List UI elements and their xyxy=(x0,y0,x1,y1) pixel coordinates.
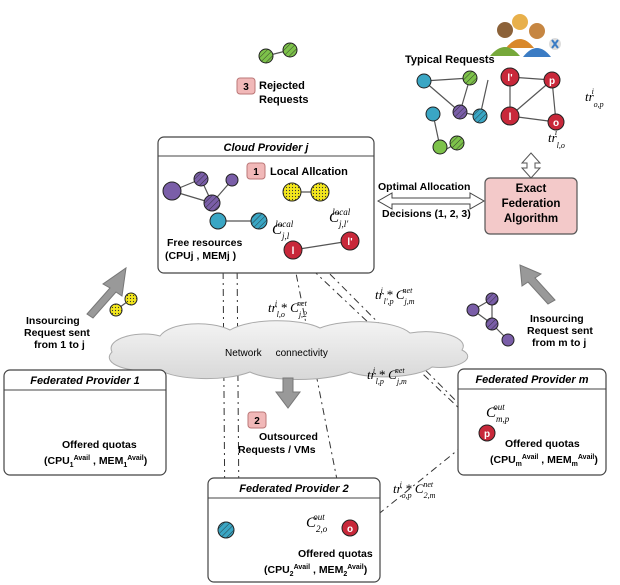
insourcing-right-request xyxy=(466,292,515,347)
step-1-label: 1 xyxy=(253,167,259,178)
svg-text:l: l xyxy=(292,246,295,257)
formula-tr-lo-cnet-j2: trl,oi * Cj,2net xyxy=(268,299,308,319)
request-vm-red-l: l xyxy=(500,106,520,126)
rejected-request-graph xyxy=(258,42,298,64)
optimal-allocation-arrow xyxy=(376,192,486,210)
federated-provider-m-title: Federated Provider m xyxy=(475,374,588,386)
svg-text:p: p xyxy=(549,76,555,87)
federated-provider-1-title: Federated Provider 1 xyxy=(30,375,139,387)
outsourced-vm-teal xyxy=(217,521,235,539)
formula-c-out-mp: Cm,pout xyxy=(486,402,510,424)
step-3-badge xyxy=(236,77,256,95)
formula-c-out-2o: C2,oout xyxy=(306,512,328,534)
fedm-quota-label: Offered quotas xyxy=(505,438,580,450)
insourcing-right-line-2: Request sent xyxy=(527,325,593,337)
algorithm-line-2: Federation xyxy=(502,198,561,210)
insourcing-right-line-3: from m to j xyxy=(532,337,586,349)
federated-provider-2-title: Federated Provider 2 xyxy=(239,483,348,495)
optimal-allocation-label: Optimal Allocation xyxy=(378,181,470,193)
cloud-provider-j-title: Cloud Provider j xyxy=(224,142,310,154)
insourcing-left-arrow xyxy=(86,266,127,319)
request-vm-red-lprime: l' xyxy=(500,67,520,87)
svg-text:l': l' xyxy=(347,237,352,248)
step-1-badge xyxy=(246,162,266,180)
allocated-teal-request xyxy=(209,212,268,230)
allocated-red-request: l l' xyxy=(283,231,360,260)
svg-text:l': l' xyxy=(507,73,512,84)
algorithm-request-arrow xyxy=(520,152,542,179)
federated-provider-m-box xyxy=(457,368,607,476)
insourcing-left-line-3: from 1 to j xyxy=(34,339,85,351)
svg-text:o: o xyxy=(347,524,353,535)
network-cloud xyxy=(108,320,469,380)
request-vm-teal xyxy=(416,73,432,89)
svg-text:p: p xyxy=(484,429,490,440)
insourcing-left-request xyxy=(109,292,138,317)
insourcing-left-line-2: Request sent xyxy=(24,327,90,339)
formula-c-local-jlp: Cj,l'local xyxy=(329,207,351,229)
insourcing-right-line-1: Insourcing xyxy=(530,313,584,325)
formula-tr-op: tro,pi xyxy=(585,87,604,109)
network-connectivity-label: Network connectivity xyxy=(225,348,328,359)
outsourced-vm-p: p xyxy=(478,424,496,442)
rejected-label-1: Rejected xyxy=(259,80,305,92)
formula-tr-op-cnet-2m: tro,pi * C2,mnet xyxy=(393,480,436,500)
rejected-label-2: Requests xyxy=(259,94,309,106)
step-2-badge xyxy=(247,411,267,429)
federated-provider-1-box xyxy=(3,369,167,476)
decisions-label: Decisions (1, 2, 3) xyxy=(382,208,471,220)
request-vm-red-o: o xyxy=(547,113,565,131)
request-vm-teal xyxy=(425,106,441,122)
outsourced-vm-o: o xyxy=(341,519,359,537)
request-vm-green xyxy=(432,139,448,155)
people-icon xyxy=(490,14,561,57)
insourcing-right-arrow xyxy=(519,264,556,305)
formula-c-local-jl: Cj,llocal xyxy=(272,219,294,241)
svg-text:l: l xyxy=(509,112,512,123)
request-vm-red-p: p xyxy=(543,71,561,89)
free-resources-label: Free resources xyxy=(167,237,242,249)
typical-request-graph-b: l' p l o tro,pi trl,oi xyxy=(500,67,604,150)
outsourced-arrow xyxy=(275,377,301,409)
algorithm-line-1: Exact xyxy=(516,183,547,195)
request-vm-purple xyxy=(452,104,468,120)
allocated-yellow-request xyxy=(282,182,330,202)
outsourced-line-2: Requests / VMs xyxy=(238,444,316,456)
algorithm-line-3: Algorithm xyxy=(504,213,558,225)
request-vm-green xyxy=(449,135,465,151)
typical-request-graph-a xyxy=(416,70,489,155)
typical-requests-label: Typical Requests xyxy=(405,54,495,66)
fed1-quota-label: Offered quotas xyxy=(62,439,137,451)
request-vm-green xyxy=(462,70,478,86)
step-3-label: 3 xyxy=(243,82,249,93)
formula-tr-lpm: trl',pi * Cj,mnet xyxy=(375,286,415,306)
request-vm-teal xyxy=(472,108,488,124)
formula-tr-lo: trl,oi xyxy=(548,128,565,150)
outsourced-line-1: Outsourced xyxy=(259,431,318,443)
fed2-quota-label: Offered quotas xyxy=(298,548,373,560)
formula-tr-lpm-2: trl,pi * Cj,mnet xyxy=(367,366,407,386)
step-2-label: 2 xyxy=(254,416,260,427)
free-resources-values: (CPUj , MEMj ) xyxy=(165,250,236,262)
federated-provider-2-box xyxy=(207,477,381,583)
cloud-provider-j-box xyxy=(157,136,375,274)
allocated-purple-request xyxy=(162,171,239,212)
svg-text:o: o xyxy=(553,118,559,129)
local-allocation-label: Local Allcation xyxy=(270,166,348,178)
insourcing-left-line-1: Insourcing xyxy=(26,315,80,327)
